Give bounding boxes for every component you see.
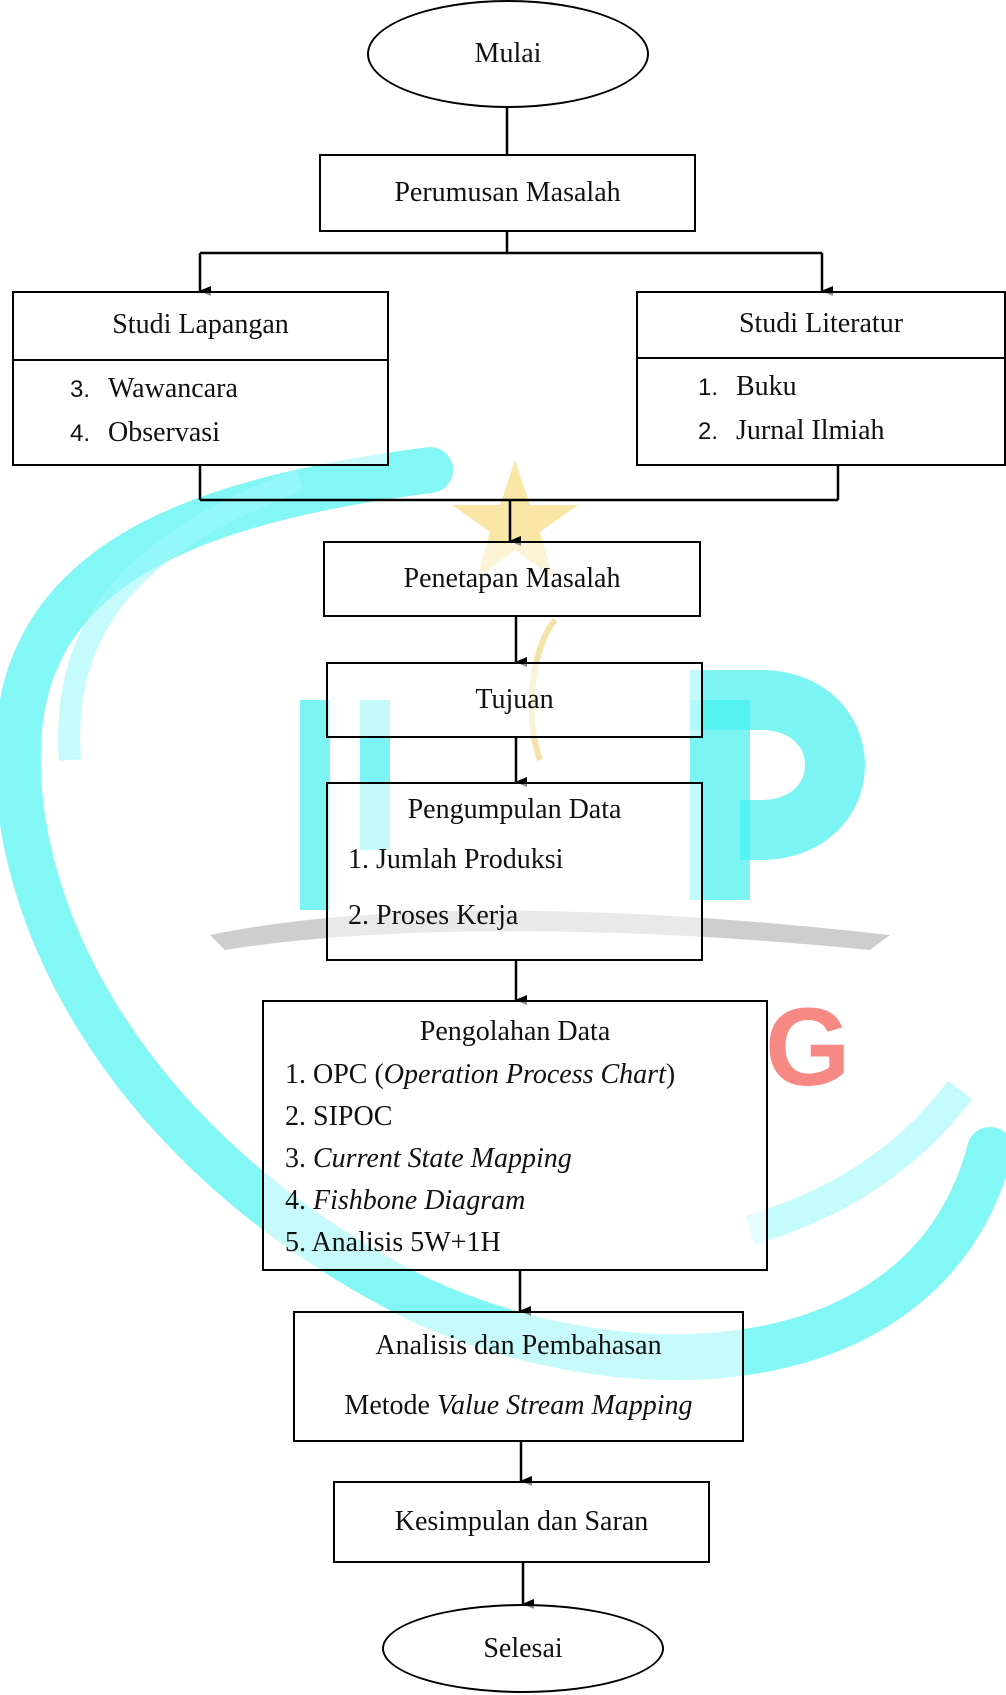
- pengolahan-item-3-prefix: 3.: [285, 1143, 313, 1174]
- pengolahan-item: 4. Fishbone Diagram: [285, 1180, 766, 1222]
- perumusan-masalah-box: Perumusan Masalah: [319, 154, 696, 232]
- pengolahan-item-1-prefix: 1. OPC (: [285, 1059, 384, 1090]
- pengumpulan-data-title: Pengumpulan Data: [407, 794, 622, 825]
- perumusan-masalah-label: Perumusan Masalah: [394, 177, 621, 208]
- list-text: Buku: [736, 371, 797, 402]
- pengumpulan-item: 1. Jumlah Produksi: [348, 844, 564, 875]
- tujuan-label: Tujuan: [475, 684, 554, 715]
- studi-lapangan-title: Studi Lapangan: [112, 309, 289, 340]
- studi-literatur-item: 2. Jurnal Ilmiah: [672, 415, 1004, 459]
- pengolahan-item: 5. Analisis 5W+1H: [285, 1227, 501, 1258]
- pengolahan-item-3-italic: Current State Mapping: [313, 1143, 572, 1174]
- list-number: 3.: [69, 376, 90, 403]
- list-number: 4.: [69, 420, 90, 447]
- pengolahan-item-4-italic: Fishbone Diagram: [313, 1185, 526, 1216]
- studi-lapangan-item: 4. Observasi: [44, 417, 387, 461]
- pengolahan-item-4-prefix: 4.: [285, 1185, 313, 1216]
- studi-lapangan-header: Studi Lapangan: [14, 293, 387, 361]
- pengumpulan-item: 2. Proses Kerja: [348, 900, 519, 931]
- penetapan-masalah-box: Penetapan Masalah: [323, 541, 701, 617]
- pengolahan-item-1-italic: Operation Process Chart: [383, 1059, 666, 1090]
- studi-lapangan-item: 3. Wawancara: [44, 373, 387, 417]
- studi-literatur-title: Studi Literatur: [738, 308, 904, 339]
- kesimpulan-saran-label: Kesimpulan dan Saran: [394, 1506, 649, 1537]
- watermark-letter-g: G: [765, 986, 851, 1109]
- analisis-method: Metode Value Stream Mapping: [295, 1385, 742, 1427]
- list-number: 1.: [697, 374, 718, 401]
- pengolahan-data-title: Pengolahan Data: [419, 1016, 611, 1047]
- list-text: Observasi: [108, 417, 220, 448]
- pengolahan-item-1-suffix: ): [665, 1059, 676, 1090]
- studi-lapangan-box: Studi Lapangan 3. Wawancara 4. Observasi: [12, 291, 389, 466]
- pengolahan-item: 2. SIPOC: [285, 1101, 393, 1132]
- end-label: Selesai: [483, 1632, 563, 1664]
- analisis-pembahasan-box: Analisis dan Pembahasan Metode Value Str…: [293, 1311, 744, 1442]
- studi-literatur-header: Studi Literatur: [638, 293, 1004, 359]
- end-terminator: Selesai: [382, 1604, 664, 1693]
- pengolahan-data-box: Pengolahan Data 1. OPC (Operation Proces…: [262, 1000, 768, 1271]
- list-text: Wawancara: [108, 373, 238, 404]
- analisis-method-italic: Value Stream Mapping: [436, 1390, 693, 1421]
- analisis-method-prefix: Metode: [344, 1390, 437, 1421]
- pengolahan-item: 1. OPC (Operation Process Chart): [285, 1054, 766, 1096]
- analisis-pembahasan-title: Analisis dan Pembahasan: [375, 1330, 662, 1361]
- tujuan-box: Tujuan: [326, 662, 703, 738]
- pengumpulan-data-box: Pengumpulan Data 1. Jumlah Produksi 2. P…: [326, 782, 703, 961]
- start-label: Mulai: [474, 38, 542, 69]
- pengolahan-item: 3. Current State Mapping: [285, 1138, 766, 1180]
- studi-literatur-item: 1. Buku: [672, 371, 1004, 415]
- kesimpulan-saran-box: Kesimpulan dan Saran: [333, 1481, 710, 1563]
- list-text: Jurnal Ilmiah: [736, 415, 885, 446]
- studi-literatur-box: Studi Literatur 1. Buku 2. Jurnal Ilmiah: [636, 291, 1006, 466]
- list-number: 2.: [697, 418, 718, 445]
- penetapan-masalah-label: Penetapan Masalah: [403, 563, 621, 594]
- start-terminator: Mulai: [367, 0, 649, 108]
